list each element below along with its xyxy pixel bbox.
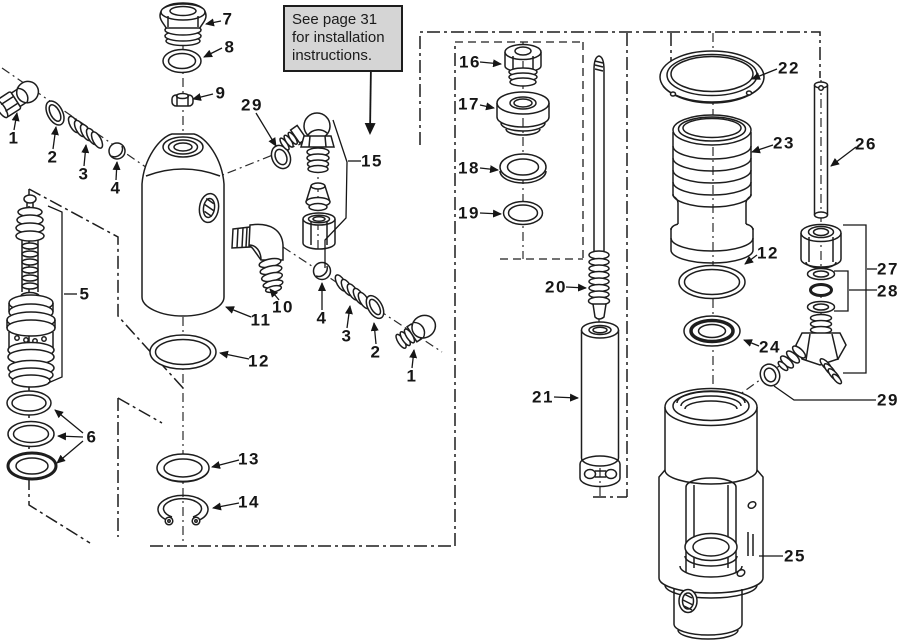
part-16-packing-nut — [504, 43, 542, 87]
part-14-retaining-ring — [157, 494, 209, 526]
callout-23: 23 — [773, 133, 795, 153]
part-11-pump-body — [141, 133, 225, 317]
part-15-fitting-assembly — [279, 112, 336, 250]
part-5-valve-assembly — [6, 194, 56, 388]
part-28-washer-set — [806, 267, 836, 314]
part-27-tube-nut — [800, 223, 842, 269]
part-20-piston-rod-spring — [587, 55, 611, 320]
callout-12-right: 12 — [757, 243, 779, 263]
part-9-nut — [171, 92, 194, 107]
callout-4-left: 4 — [110, 178, 122, 198]
part-29-oring-right — [759, 363, 781, 387]
installation-note: See page 31 for installation instruction… — [283, 5, 403, 72]
note-line: instructions. — [292, 47, 373, 64]
part-3-spring-right — [334, 274, 371, 310]
callout-3-right: 3 — [341, 326, 353, 346]
part-12-oring-right — [678, 264, 746, 300]
tee-fitting — [777, 313, 847, 385]
boundary-lines — [28, 31, 821, 547]
part-23-sleeve — [670, 114, 754, 264]
leader-lines — [11, 18, 877, 557]
callout-17: 17 — [458, 94, 480, 114]
part-10-elbow-fitting — [231, 223, 284, 294]
callout-25: 25 — [784, 546, 806, 566]
callout-6: 6 — [86, 427, 98, 447]
part-26-tube — [813, 81, 829, 219]
callout-22: 22 — [778, 58, 800, 78]
callout-5: 5 — [79, 284, 91, 304]
part-4-ball-left — [108, 142, 126, 160]
callout-20: 20 — [545, 277, 567, 297]
callout-29-right: 29 — [877, 390, 899, 410]
callout-19: 19 — [458, 203, 480, 223]
note-line: for installation — [292, 29, 385, 46]
part-1-plug-left — [0, 80, 40, 119]
part-3-spring-left — [67, 115, 104, 149]
callout-12-left: 12 — [248, 351, 270, 371]
part-17-packing-gland — [496, 91, 550, 136]
part-2-washer-right — [365, 294, 385, 320]
callout-10: 10 — [272, 297, 294, 317]
callout-13: 13 — [238, 449, 260, 469]
part-24-seal — [683, 315, 741, 347]
callout-8: 8 — [224, 37, 236, 57]
callout-2-right: 2 — [370, 342, 382, 362]
part-1-plug-right — [395, 314, 437, 350]
callout-1-right: 1 — [406, 366, 418, 386]
part-29-oring-left — [270, 144, 292, 170]
part-22-retainer-ring — [659, 50, 765, 104]
callout-28: 28 — [877, 281, 899, 301]
callout-3-left: 3 — [78, 164, 90, 184]
callout-26: 26 — [855, 134, 877, 154]
part-25-intake-housing — [658, 387, 764, 640]
callout-29-left: 29 — [241, 95, 263, 115]
callout-18: 18 — [458, 158, 480, 178]
part-7-filler-plug — [159, 2, 207, 47]
callout-7: 7 — [222, 9, 234, 29]
callout-1-left: 1 — [8, 128, 20, 148]
callout-16: 16 — [459, 52, 481, 72]
part-18-washer — [499, 153, 547, 184]
part-2-washer-left — [45, 100, 65, 126]
callout-24: 24 — [759, 337, 781, 357]
note-line: See page 31 — [292, 11, 378, 28]
part-6-packing-rings — [6, 390, 58, 481]
callout-15: 15 — [361, 151, 383, 171]
callout-11: 11 — [250, 310, 272, 330]
part-12-oring-left — [149, 334, 217, 370]
part-21-displacement-cylinder — [579, 321, 621, 488]
part-13-washer — [156, 453, 210, 483]
part-8-gasket — [162, 48, 202, 74]
callout-27: 27 — [877, 259, 899, 279]
callout-2-left: 2 — [47, 147, 59, 167]
part-4-ball-right — [312, 261, 332, 281]
callout-4-right: 4 — [316, 308, 328, 328]
part-19-oring — [502, 200, 544, 226]
callout-14: 14 — [238, 492, 260, 512]
callout-21: 21 — [532, 387, 554, 407]
callout-9: 9 — [215, 83, 227, 103]
inner-dashed-frame — [455, 41, 584, 260]
